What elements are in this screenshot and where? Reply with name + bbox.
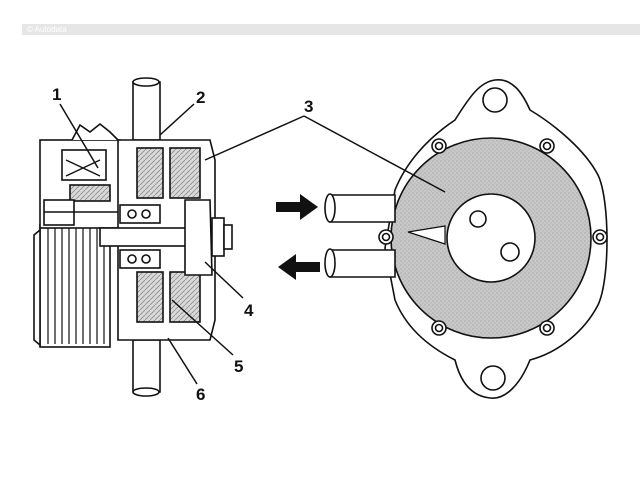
coolant-pipes [324, 193, 396, 278]
inlet-arrow-icon [276, 194, 318, 220]
rear-view [324, 79, 608, 399]
callout-3: 3 [304, 97, 313, 116]
flow-arrows [276, 194, 320, 280]
cross-section-view [33, 77, 233, 397]
clutch-hub [39, 122, 121, 229]
callout-1: 1 [52, 85, 61, 104]
alternator-housing [99, 77, 233, 397]
leader-lines [59, 103, 446, 385]
top-mount-hole [482, 87, 508, 113]
callout-2: 2 [196, 88, 205, 107]
callout-6: 6 [196, 385, 205, 404]
bottom-mount-hole [480, 365, 506, 391]
callout-5: 5 [234, 357, 243, 376]
watermark-bar [22, 24, 640, 35]
pulley [33, 224, 111, 348]
callout-4: 4 [244, 301, 254, 320]
watermark: © Autodata [27, 25, 67, 34]
cover-bolts [378, 138, 608, 336]
outlet-arrow-icon [278, 254, 320, 280]
coolant-cover [390, 137, 592, 339]
